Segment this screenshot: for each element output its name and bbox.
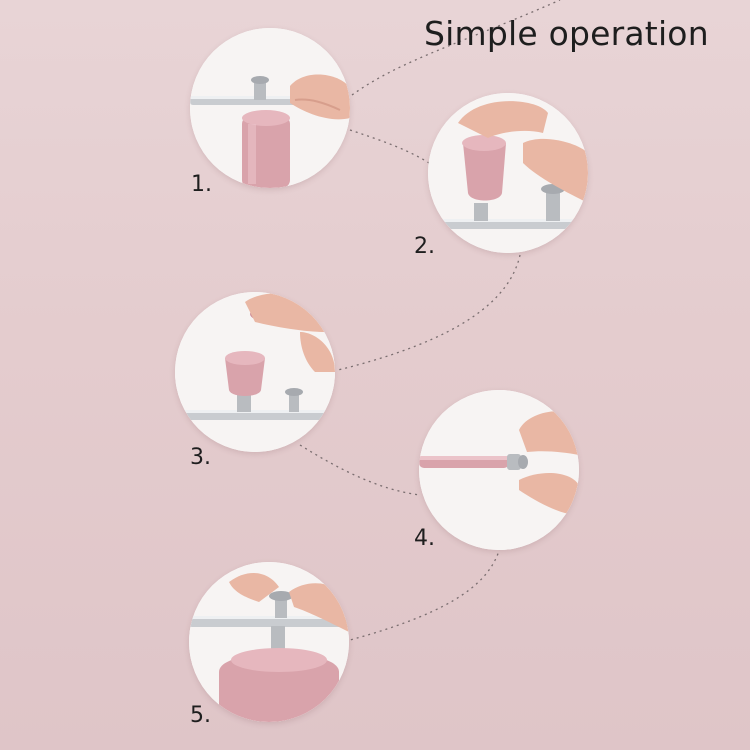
step-4-number: 4. <box>414 526 435 551</box>
step-3-photo <box>175 292 335 452</box>
step-1-photo <box>190 28 350 188</box>
step-2-number: 2. <box>414 234 435 259</box>
step-3-number: 3. <box>190 445 211 470</box>
step-5-photo <box>189 562 349 722</box>
step-4-photo <box>419 390 579 550</box>
step-1-number: 1. <box>191 172 212 197</box>
step-5-number: 5. <box>190 703 211 728</box>
page-title: Simple operation <box>424 14 709 53</box>
step-2-photo <box>428 93 588 253</box>
